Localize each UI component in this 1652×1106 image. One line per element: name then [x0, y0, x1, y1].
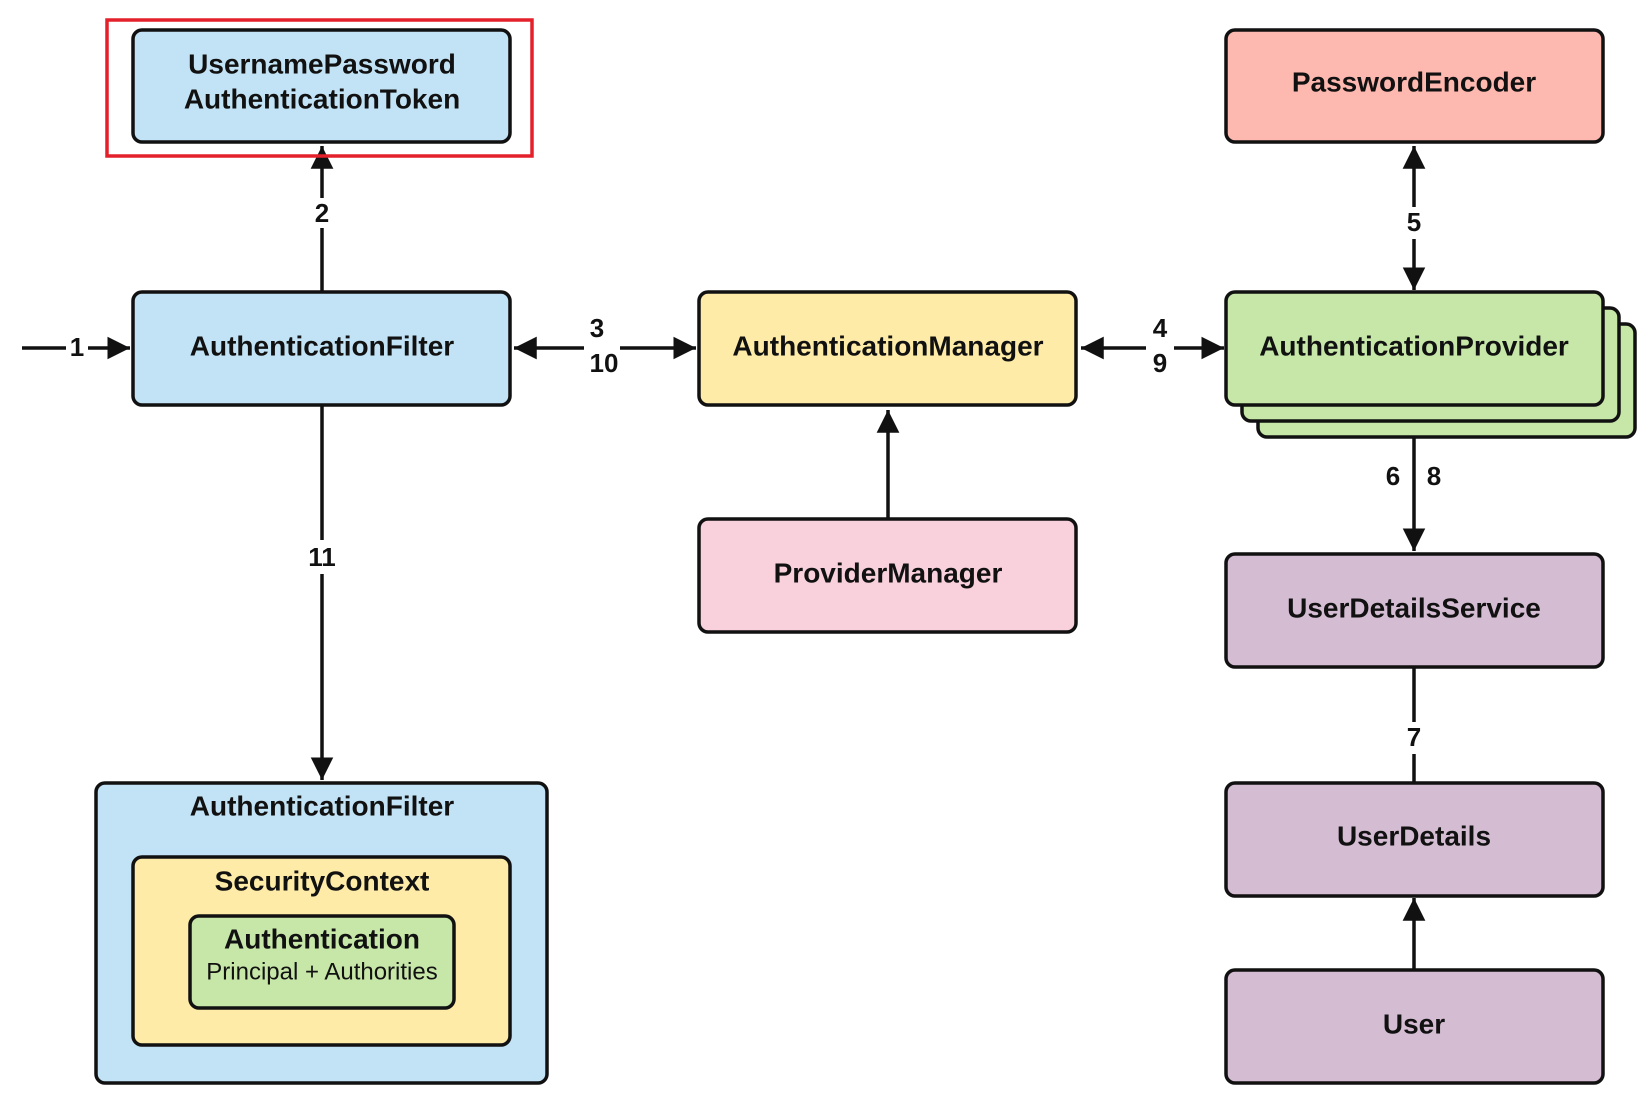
password-encoder-node: PasswordEncoder [1224, 28, 1605, 144]
svg-text:10: 10 [590, 348, 619, 378]
step-4-9: 4 9 [1146, 312, 1174, 378]
step-7: 7 [1401, 722, 1427, 754]
security-context-node: SecurityContext Authentication Principal… [131, 855, 512, 1047]
step-1: 1 [66, 332, 88, 363]
svg-text:UsernamePassword: UsernamePassword [188, 49, 456, 80]
user-details-node: UserDetails [1224, 781, 1605, 898]
authentication-node: Authentication Principal + Authorities [188, 914, 456, 1010]
highlight-frame [105, 18, 534, 158]
svg-text:AuthenticationToken: AuthenticationToken [184, 84, 460, 115]
authentication-filter-node: AuthenticationFilter [131, 290, 512, 407]
svg-text:UserDetails: UserDetails [1337, 821, 1491, 852]
step-2: 2 [310, 198, 334, 228]
svg-text:UserDetailsService: UserDetailsService [1287, 593, 1541, 624]
authentication-manager-node: AuthenticationManager [697, 290, 1078, 407]
svg-text:PasswordEncoder: PasswordEncoder [1292, 67, 1536, 98]
authentication-provider-stack: AuthenticationProvider [1224, 290, 1637, 439]
svg-text:6: 6 [1386, 461, 1400, 491]
svg-text:3: 3 [590, 313, 604, 343]
svg-text:SecurityContext: SecurityContext [215, 866, 430, 897]
step-11: 11 [302, 540, 342, 574]
svg-text:AuthenticationFilter: AuthenticationFilter [190, 331, 455, 362]
svg-text:9: 9 [1153, 348, 1167, 378]
svg-text:Principal + Authorities: Principal + Authorities [206, 959, 437, 986]
svg-text:2: 2 [315, 198, 329, 228]
svg-text:8: 8 [1427, 461, 1441, 491]
authentication-provider-label: AuthenticationProvider [1259, 331, 1569, 362]
svg-text:1: 1 [70, 332, 84, 362]
step-6-8: 6 8 [1386, 461, 1441, 491]
step-3-10: 3 10 [584, 312, 620, 378]
svg-text:AuthenticationManager: AuthenticationManager [732, 331, 1043, 362]
svg-text:Authentication: Authentication [224, 924, 420, 955]
svg-text:7: 7 [1407, 722, 1421, 752]
authentication-filter-container: AuthenticationFilter SecurityContext Aut… [94, 781, 549, 1085]
svg-text:ProviderManager: ProviderManager [774, 558, 1003, 589]
filter-container-title: AuthenticationFilter [190, 791, 455, 822]
svg-text:4: 4 [1153, 313, 1168, 343]
svg-text:User: User [1383, 1009, 1445, 1040]
svg-text:5: 5 [1407, 207, 1421, 237]
user-node: User [1224, 968, 1605, 1085]
username-password-authentication-token-node: UsernamePassword AuthenticationToken [131, 28, 512, 144]
step-5: 5 [1401, 207, 1427, 239]
user-details-service-node: UserDetailsService [1224, 552, 1605, 669]
svg-text:11: 11 [308, 542, 336, 572]
provider-manager-node: ProviderManager [697, 517, 1078, 634]
authentication-provider-node [1224, 290, 1605, 407]
